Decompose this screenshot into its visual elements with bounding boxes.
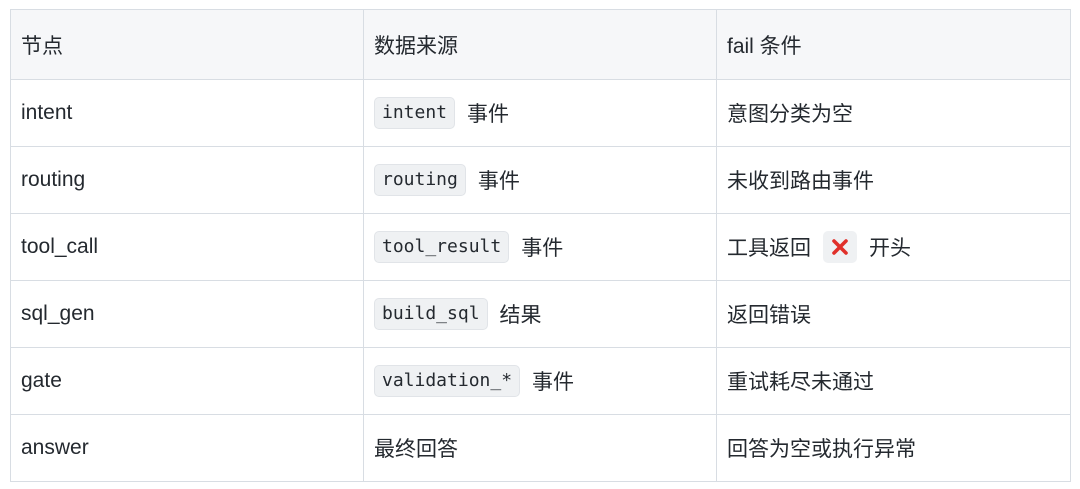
header-row: 节点 数据来源 fail 条件 [10, 9, 1071, 80]
table-header: 节点 数据来源 fail 条件 [10, 9, 1071, 80]
fail-cell: 意图分类为空 [716, 79, 1071, 147]
table-row: answer 最终回答 回答为空或执行异常 [10, 414, 1071, 482]
source-text: 事件 [467, 103, 510, 126]
node-fail-table-container: 节点 数据来源 fail 条件 intent intent 事件 意图分类为空 … [10, 9, 1071, 482]
source-cell: build_sql 结果 [363, 280, 717, 348]
source-code: build_sql [374, 298, 488, 330]
table-row: gate validation_* 事件 重试耗尽未通过 [10, 347, 1071, 415]
table-row: sql_gen build_sql 结果 返回错误 [10, 280, 1071, 348]
table-row: routing routing 事件 未收到路由事件 [10, 146, 1071, 214]
header-node: 节点 [10, 9, 364, 80]
source-cell: intent 事件 [363, 79, 717, 147]
table-row: intent intent 事件 意图分类为空 [10, 79, 1071, 147]
cross-mark-icon [823, 231, 857, 263]
fail-text-suffix: 开头 [869, 237, 911, 260]
node-cell: sql_gen [10, 280, 364, 348]
source-text: 结果 [499, 304, 542, 327]
header-fail-condition: fail 条件 [716, 9, 1071, 80]
source-code: tool_result [374, 231, 510, 263]
node-cell: gate [10, 347, 364, 415]
fail-cell: 重试耗尽未通过 [716, 347, 1071, 415]
node-cell: intent [10, 79, 364, 147]
table-body: intent intent 事件 意图分类为空 routing routing … [10, 79, 1071, 482]
node-fail-table: 节点 数据来源 fail 条件 intent intent 事件 意图分类为空 … [10, 9, 1071, 482]
source-cell: routing 事件 [363, 146, 717, 214]
header-source: 数据来源 [363, 9, 717, 80]
source-text: 事件 [521, 237, 564, 260]
source-code: routing [374, 164, 466, 196]
source-cell: validation_* 事件 [363, 347, 717, 415]
source-code: intent [374, 97, 456, 129]
node-cell: routing [10, 146, 364, 214]
node-cell: tool_call [10, 213, 364, 281]
source-cell: tool_result 事件 [363, 213, 717, 281]
source-code: validation_* [374, 365, 521, 397]
node-cell: answer [10, 414, 364, 482]
fail-cell: 工具返回 开头 [716, 213, 1071, 281]
source-text: 事件 [477, 170, 520, 193]
table-row: tool_call tool_result 事件 工具返回 [10, 213, 1071, 281]
source-text: 事件 [532, 371, 575, 394]
fail-cell: 回答为空或执行异常 [716, 414, 1071, 482]
fail-cell: 未收到路由事件 [716, 146, 1071, 214]
source-cell: 最终回答 [363, 414, 717, 482]
fail-text-prefix: 工具返回 [727, 237, 811, 260]
fail-cell: 返回错误 [716, 280, 1071, 348]
